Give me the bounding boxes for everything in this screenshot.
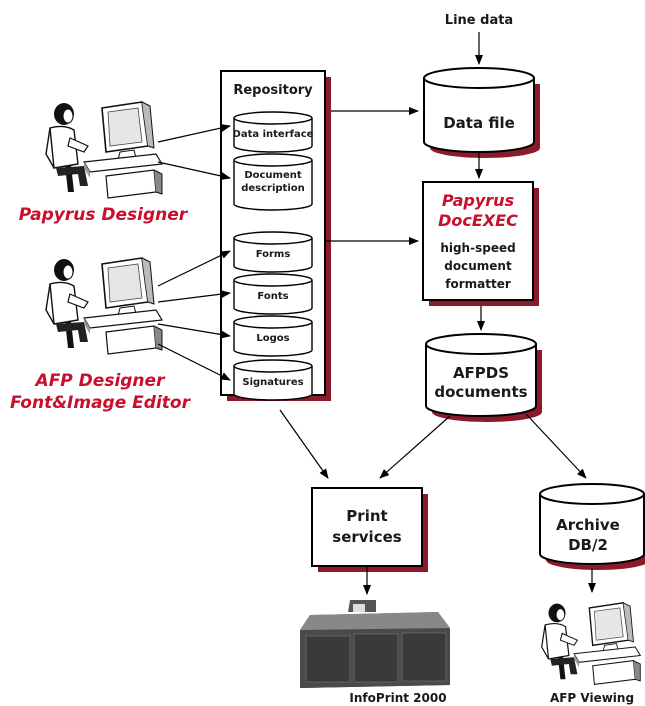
- afpds-label-2: documents: [434, 383, 527, 401]
- print-label-1: Print: [346, 507, 387, 525]
- user-at-computer-icon: [45, 257, 163, 355]
- docexec-desc-2: document: [444, 259, 512, 273]
- afp-designer-caption-2: Font&Image Editor: [10, 393, 192, 413]
- afpds-label-1: AFPDS: [453, 364, 509, 382]
- papyrus-designer-caption: Papyrus Designer: [19, 205, 189, 225]
- docexec-box: Papyrus DocEXEC high-speed document form…: [422, 181, 539, 306]
- printer-icon: [300, 600, 450, 688]
- data-file-label: Data file: [443, 114, 515, 132]
- repository-item-label: Signatures: [242, 377, 303, 388]
- repository-item: Data interface: [233, 111, 314, 153]
- user-at-computer-icon: [45, 101, 163, 199]
- docexec-title-1: Papyrus: [442, 191, 514, 210]
- connectors: [157, 32, 596, 595]
- repository-title: Repository: [233, 83, 313, 98]
- archive-store: Archive DB/2: [539, 483, 645, 570]
- docexec-desc-1: high-speed: [440, 241, 515, 255]
- afp-designer-caption-1: AFP Designer: [34, 371, 167, 391]
- docexec-desc-3: formatter: [445, 277, 511, 291]
- afp-viewing-caption: AFP Viewing: [550, 691, 634, 705]
- line-data-label: Line data: [445, 13, 513, 28]
- repository-item: Logos: [233, 315, 313, 357]
- archive-label-1: Archive: [556, 516, 620, 534]
- afpds-store: AFPDS documents: [425, 333, 542, 422]
- repository-item-label: Logos: [256, 333, 289, 344]
- repository-item: Fonts: [233, 273, 313, 315]
- repository-item-label: Forms: [256, 249, 291, 260]
- archive-label-2: DB/2: [568, 536, 608, 554]
- print-services-box: Print services: [311, 487, 428, 572]
- data-file-store: Data file: [423, 67, 540, 158]
- docexec-title-2: DocEXEC: [438, 211, 518, 230]
- repository-item-label: Fonts: [257, 291, 288, 302]
- repository-item-label: Data interface: [233, 129, 314, 140]
- repository-item: Forms: [233, 231, 313, 273]
- print-label-2: services: [332, 528, 401, 546]
- repository-item: Signatures: [233, 359, 313, 401]
- infoprint-caption: InfoPrint 2000: [349, 691, 446, 705]
- user-at-computer-icon: [541, 602, 641, 686]
